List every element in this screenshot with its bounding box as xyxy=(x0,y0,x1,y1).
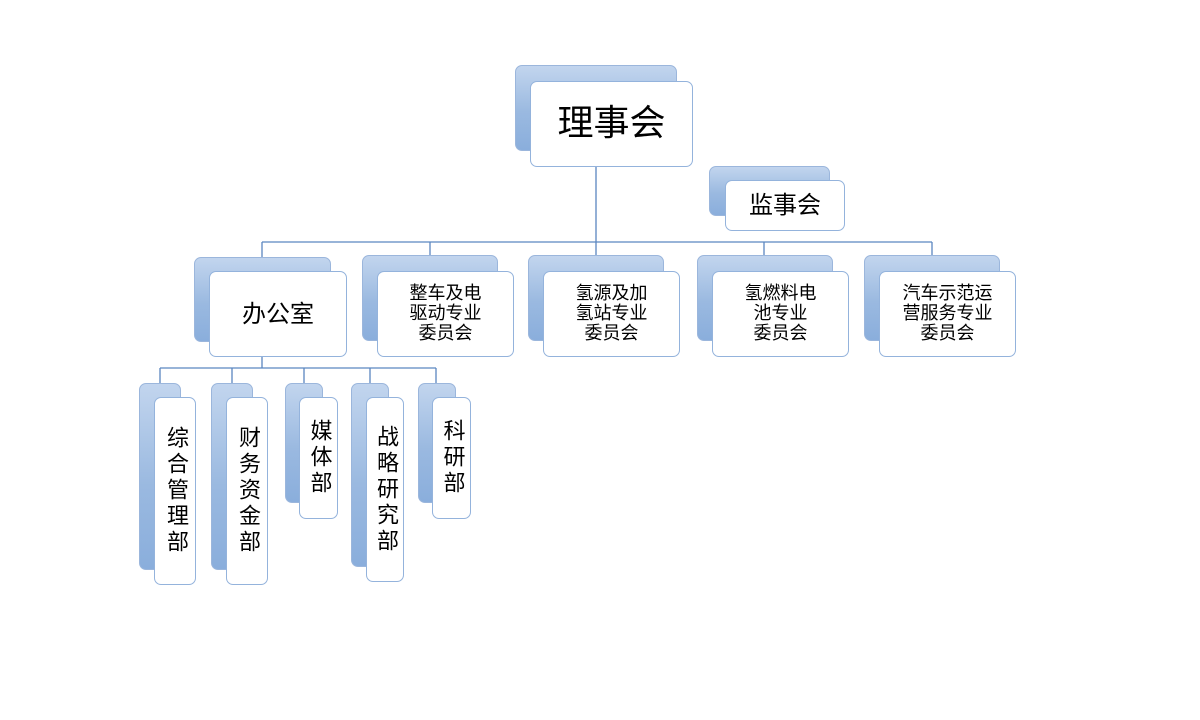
department-label: 战略研究部 xyxy=(373,424,398,555)
committee-label: 氢源及加 氢站专业 委员会 xyxy=(575,282,648,345)
department-node-strategy-research-box: 战略研究部 xyxy=(366,397,404,582)
committee-label: 整车及电 驱动专业 委员会 xyxy=(409,282,482,345)
department-label: 财务资金部 xyxy=(235,426,260,556)
committee-label: 氢燃料电 池专业 委员会 xyxy=(744,282,817,345)
supervisors-node-box: 监事会 xyxy=(725,180,845,231)
department-node-research-box: 科研部 xyxy=(432,397,471,519)
committee-label: 汽车示范运 营服务专业 委员会 xyxy=(902,282,993,345)
department-label: 科研部 xyxy=(439,419,465,497)
committee-node-fuel-cell-box: 氢燃料电 池专业 委员会 xyxy=(712,271,849,357)
root-node-label: 理事会 xyxy=(557,102,666,144)
committee-node-hydrogen-source-box: 氢源及加 氢站专业 委员会 xyxy=(543,271,680,357)
department-node-media-box: 媒体部 xyxy=(299,397,338,519)
committee-label: 办公室 xyxy=(242,299,314,328)
committee-node-vehicle-box: 整车及电 驱动专业 委员会 xyxy=(377,271,514,357)
root-node-box: 理事会 xyxy=(530,81,693,167)
department-node-finance-box: 财务资金部 xyxy=(226,397,268,585)
department-label: 综合管理部 xyxy=(163,426,188,556)
supervisors-node-label: 监事会 xyxy=(749,191,821,220)
department-label: 媒体部 xyxy=(306,419,332,497)
committee-node-office-box: 办公室 xyxy=(209,271,347,357)
department-node-general-admin-box: 综合管理部 xyxy=(154,397,196,585)
committee-node-demo-operation-box: 汽车示范运 营服务专业 委员会 xyxy=(879,271,1016,357)
